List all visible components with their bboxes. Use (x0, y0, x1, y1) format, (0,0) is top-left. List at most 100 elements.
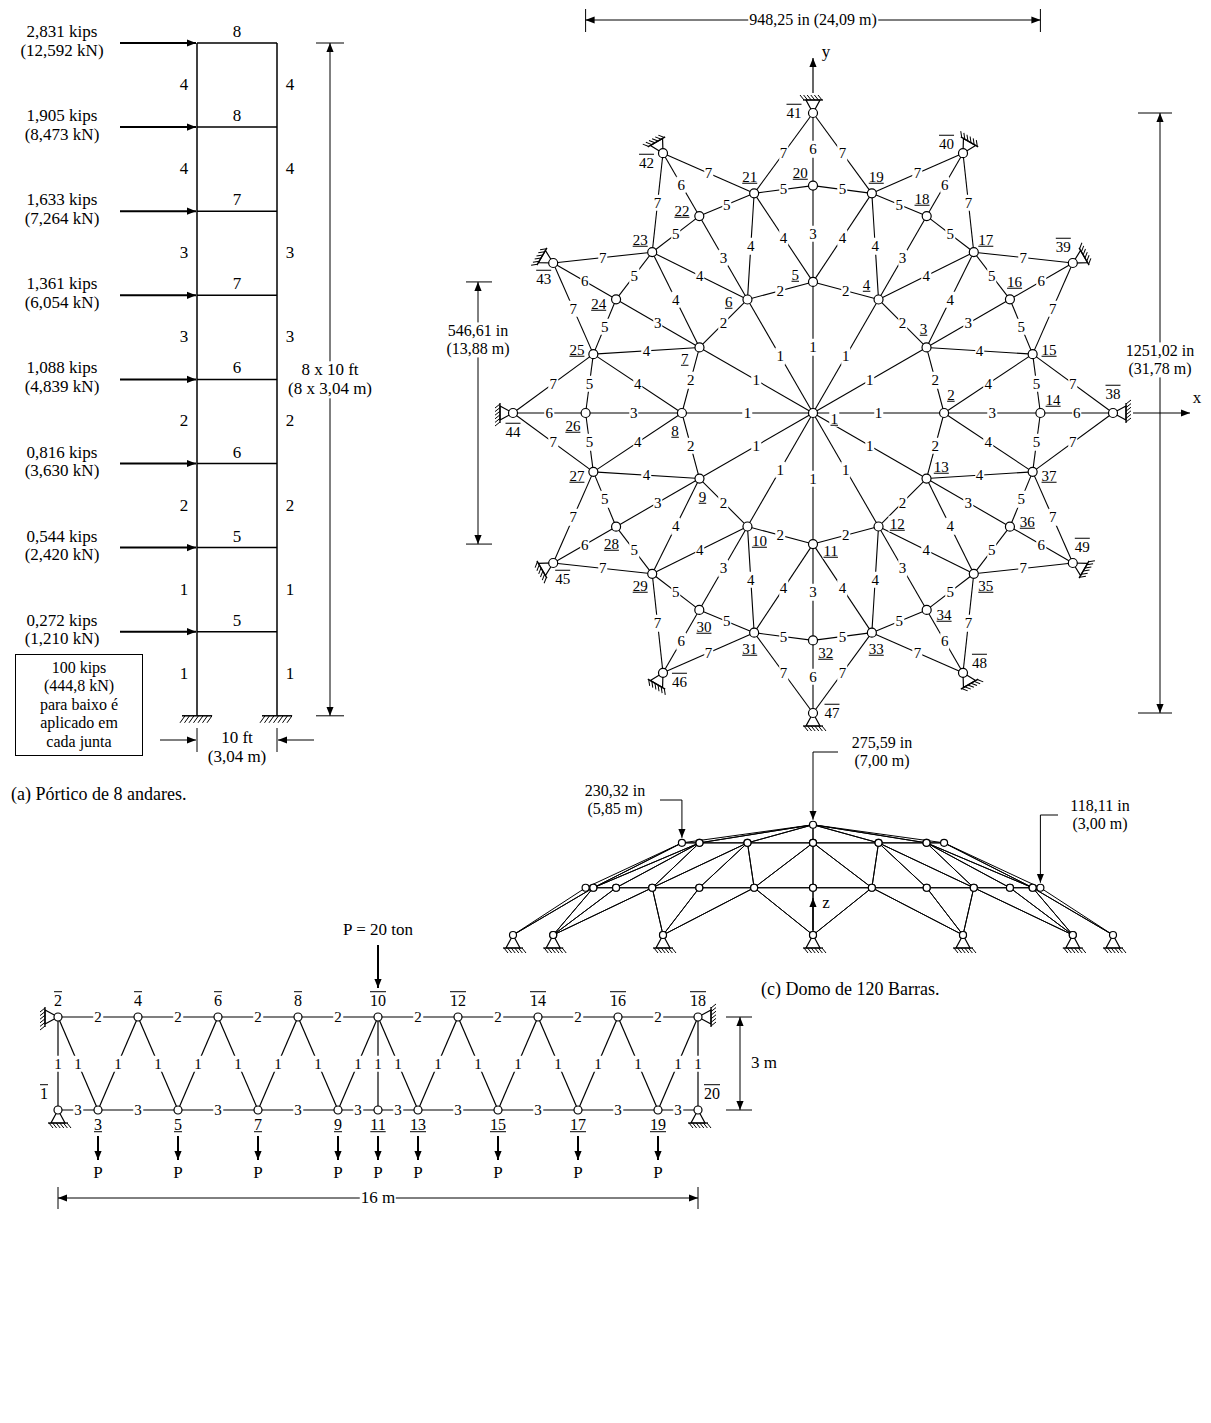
member-number: 3 (629, 405, 639, 422)
truss-joint (614, 1013, 622, 1021)
joint-number: 10 (751, 533, 768, 550)
member-number: 3 (719, 560, 729, 577)
dome-bar (974, 252, 1010, 299)
support-base (648, 137, 665, 147)
member-number: 2 (653, 1009, 663, 1026)
dome-joint-elevation (696, 884, 703, 891)
dome-bar-elevation (513, 888, 593, 935)
dome-bar (652, 252, 747, 299)
member-number: 1 (865, 438, 875, 455)
beam-number: 5 (232, 527, 243, 546)
support-base (953, 947, 973, 948)
dome-bar-elevation (699, 843, 747, 888)
joint-number: 8 (670, 422, 680, 439)
joint-number: 13 (933, 458, 950, 475)
dome-joint-elevation (660, 932, 667, 939)
dome-bar (1033, 413, 1041, 472)
support-hatch (533, 259, 539, 265)
dome-joint (549, 559, 558, 568)
support-hatch (654, 948, 658, 953)
member-number: 7 (1048, 509, 1058, 526)
dome-bar (652, 216, 699, 252)
dome-bar (1033, 472, 1073, 563)
dimension-label: 948,25 in (24,09 m) (748, 11, 878, 29)
member-number: 6 (940, 176, 950, 193)
dome-joint-elevation (1029, 884, 1036, 891)
truss-joint (374, 1106, 382, 1114)
member-number: 4 (633, 434, 643, 451)
member-number: 7 (704, 644, 714, 661)
support-hatch (1126, 404, 1131, 408)
dome-bar-elevation (593, 843, 682, 888)
load-arrow (120, 126, 196, 128)
dome-joint (695, 212, 704, 221)
joint-number: 9 (333, 1116, 343, 1134)
member-number: 4 (921, 542, 931, 559)
member-number: 5 (600, 318, 610, 335)
member-number: 6 (580, 537, 590, 554)
dome-bar-elevation (652, 843, 699, 888)
support-base (1125, 403, 1126, 423)
joint-number: 21 (741, 169, 758, 186)
dome-joint (589, 350, 598, 359)
column-number: 3 (285, 328, 296, 347)
member-number: 3 (808, 226, 818, 243)
dome-bar-elevation (927, 888, 963, 935)
support-hatch (508, 948, 512, 953)
dome-bar (944, 413, 1033, 472)
dome-joint-elevation (923, 839, 930, 846)
member-number: 1 (841, 348, 851, 365)
joint-number: 16 (1006, 274, 1023, 291)
joint-number: 24 (590, 296, 607, 313)
member-number: 7 (964, 194, 974, 211)
dome-bar-elevation (652, 888, 663, 935)
support-hatch (1083, 568, 1089, 574)
dome-bar (927, 252, 974, 347)
dome-bar-elevation (553, 888, 652, 935)
extension-line (197, 728, 198, 752)
member-number: 6 (808, 141, 818, 158)
column-number: 4 (179, 76, 190, 95)
support-hatch (56, 1123, 60, 1128)
dome-bar-elevation (813, 842, 879, 843)
support-triangle (650, 669, 669, 687)
truss-joint (374, 1013, 382, 1021)
member-number: 5 (838, 181, 848, 198)
dome-bar-elevation (974, 888, 1073, 935)
member-number: 1 (808, 470, 818, 487)
member-number: 1 (673, 1055, 683, 1072)
member-number: 4 (671, 292, 681, 309)
member-number: 1 (775, 462, 785, 479)
support-hatch (711, 1018, 716, 1022)
dome-joint (959, 149, 968, 158)
dome-bar-elevation (927, 843, 1033, 888)
dome-bar-elevation (593, 843, 682, 888)
joint-number: 5 (173, 1116, 183, 1134)
dome-bar-elevation (553, 888, 593, 935)
member-number: 4 (870, 238, 880, 255)
support-hatch (1126, 418, 1131, 422)
support-hatch (656, 685, 662, 691)
dome-bar (1033, 354, 1041, 413)
dome-joint-elevation (660, 932, 667, 939)
dome-bar-elevation (879, 842, 927, 843)
member-number: 5 (1032, 434, 1042, 451)
dome-joint-elevation (1110, 932, 1117, 939)
dome-bar-elevation (699, 842, 747, 843)
dome-joint (809, 409, 818, 418)
dome-bar (616, 527, 652, 574)
column-number: 3 (179, 244, 190, 263)
dome-bar (553, 263, 616, 299)
dome-joint (809, 636, 818, 645)
dome-bar-elevation (553, 888, 616, 935)
dome-bar (813, 527, 879, 545)
support-hatch (40, 1008, 45, 1012)
member-number: 7 (838, 145, 848, 162)
support-hatch (808, 726, 812, 731)
support-hatch (658, 948, 662, 953)
member-number: 5 (722, 613, 732, 630)
joint-number: 9 (698, 489, 708, 506)
support-hatch (649, 681, 655, 687)
support-hatch (260, 716, 265, 723)
support-hatch (974, 140, 980, 146)
